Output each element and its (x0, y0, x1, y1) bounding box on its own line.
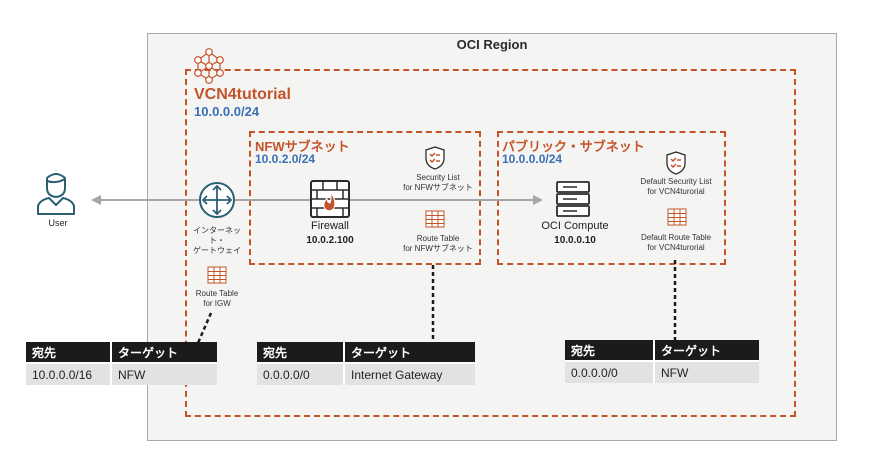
user-label: User (48, 218, 68, 228)
compute-server-icon (556, 181, 590, 217)
table-cell: 10.0.0.0/16 (26, 362, 112, 385)
igw-label: インターネット・ゲートウェイ (193, 226, 241, 255)
table-cell: 0.0.0.0/0 (565, 360, 655, 383)
vcn-name: VCN4tutorial (194, 86, 291, 103)
table-header: 宛先 (26, 342, 112, 363)
internet-gateway-icon (199, 182, 235, 218)
compute-ip: 10.0.0.10 (554, 235, 596, 246)
public-subnet-box (497, 131, 726, 265)
table-header: ターゲット (344, 342, 475, 363)
firewall-ip: 10.0.2.100 (306, 235, 354, 246)
nfw-subnet-cidr: 10.0.2.0/24 (255, 152, 316, 166)
public-route-table-icon (667, 208, 687, 226)
public-subnet-name: パブリック・サブネット (502, 139, 645, 154)
table-cell: Internet Gateway (344, 362, 475, 385)
table-header: ターゲット (111, 342, 217, 363)
vcn-box (185, 69, 796, 417)
table-header: 宛先 (257, 342, 345, 363)
table-header: 宛先 (565, 340, 655, 361)
compute-name: OCI Compute (541, 220, 609, 232)
table-cell: 0.0.0.0/0 (257, 362, 345, 385)
public-subnet-cidr: 10.0.0.0/24 (502, 152, 563, 166)
nfw-route-table-icon (425, 210, 445, 228)
region-label: OCI Region (456, 37, 528, 52)
igw-route-table-icon (207, 266, 227, 284)
firewall-name: Firewall (311, 220, 349, 232)
table-cell: NFW (111, 362, 217, 385)
nfw-security-list-icon (425, 146, 445, 170)
user-icon (37, 173, 75, 215)
table-header: ターゲット (654, 340, 759, 361)
vcn-cidr: 10.0.0.0/24 (194, 104, 260, 119)
table-cell: NFW (654, 360, 759, 383)
firewall-icon (310, 180, 350, 218)
public-security-list-icon (666, 151, 686, 175)
nfw-subnet-name: NFWサブネット (255, 139, 350, 154)
nfw-subnet-box (249, 131, 481, 265)
